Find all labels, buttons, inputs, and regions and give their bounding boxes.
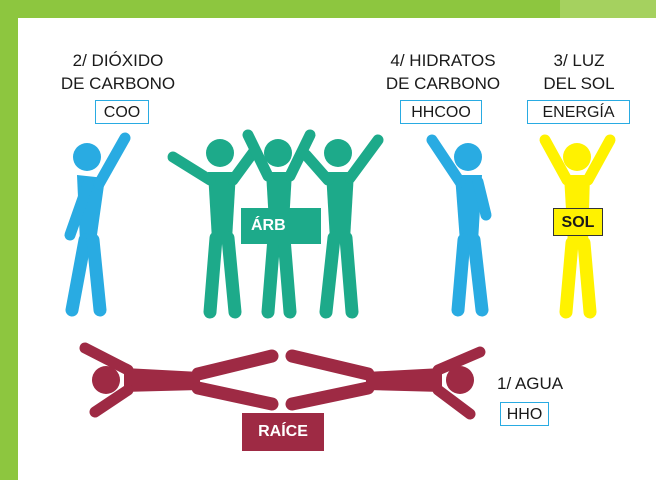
co2-person-figure <box>64 132 131 317</box>
sun-tag: SOL <box>553 208 603 236</box>
co2-formula-box: COO <box>95 100 149 124</box>
corner-tab <box>560 0 656 18</box>
water-formula-box: HHO <box>500 402 549 426</box>
roots-figures <box>79 342 486 420</box>
tree-group-figures <box>167 129 384 319</box>
sun-energy-box: ENERGÍA <box>527 100 630 124</box>
co2-title-line1: 2/ DIÓXIDO <box>72 51 164 70</box>
carb-formula-box: HHCOO <box>400 100 482 124</box>
water-title: 1/ AGUA <box>497 374 564 393</box>
sun-title-line2: DEL SOL <box>543 74 615 93</box>
roots-tag: RAÍCE <box>242 413 324 451</box>
carb-person-figure <box>426 134 492 317</box>
sun-title-line1: 3/ LUZ <box>553 51 605 70</box>
carb-title-line1: 4/ HIDRATOS <box>390 51 496 70</box>
tree-tag: ÁRB <box>241 208 321 244</box>
carb-title-line2: DE CARBONO <box>385 74 501 93</box>
co2-title-line2: DE CARBONO <box>60 74 176 93</box>
